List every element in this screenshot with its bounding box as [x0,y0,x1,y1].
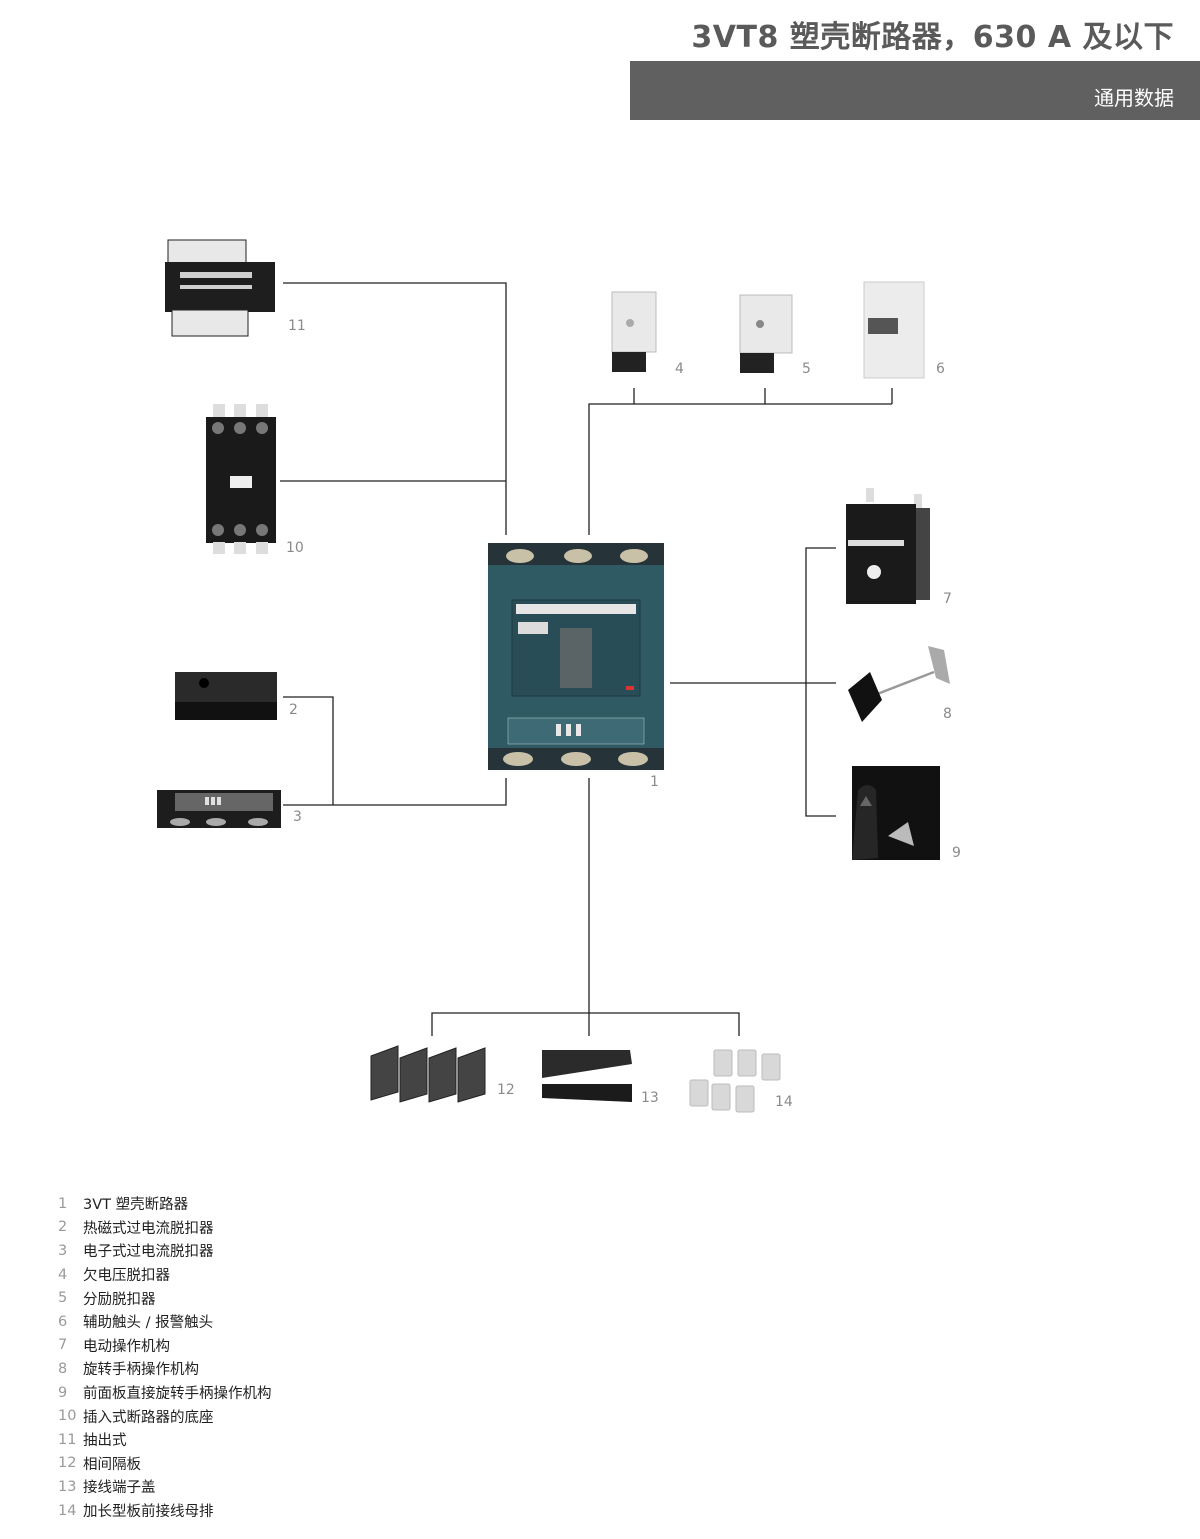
legend-label: 分励脱扣器 [83,1291,156,1308]
legend-number: 10 [58,1408,77,1425]
shunt-release-image [739,294,793,373]
callout-2: 2 [289,702,298,718]
callout-10: 10 [286,540,304,556]
connector-11 [283,282,507,535]
plug-in-base-image [206,404,276,554]
breaker-image [488,543,664,770]
legend-item: 11 抽出式 [58,1428,272,1452]
callout-6: 6 [936,361,945,377]
connector-2 [283,696,334,805]
legend-item: 9 前面板直接旋转手柄操作机构 [58,1381,272,1405]
legend-number: 8 [58,1360,68,1377]
legend-number: 5 [58,1290,68,1307]
withdrawable-image [165,239,275,337]
callout-5: 5 [802,361,811,377]
legend-item: 1 3VT 塑壳断路器 [58,1192,272,1216]
legend-label: 电子式过电流脱扣器 [83,1244,214,1261]
legend-list: 1 3VT 塑壳断路器 2 热磁式过电流脱扣器 3 电子式过电流脱扣器 4 欠电压脱扣器 5 分励… [58,1192,272,1522]
callout-8: 8 [943,706,952,722]
legend-label: 相间隔板 [83,1456,141,1473]
callout-9: 9 [952,845,961,861]
legend-item: 6 辅助触头 / 报警触头 [58,1310,272,1334]
motor-operator-image [846,488,930,604]
legend-item: 12 相间隔板 [58,1452,272,1476]
connector-3 [283,778,507,806]
legend-number: 11 [58,1431,77,1448]
door-rotary-handle-image [852,766,940,860]
legend-number: 14 [58,1502,77,1519]
page-title: 3VT8 塑壳断路器，630 A 及以下 [691,20,1174,55]
legend-item: 5 分励脱扣器 [58,1286,272,1310]
legend-item: 2 热磁式过电流脱扣器 [58,1216,272,1240]
phase-barrier-image [370,1045,486,1103]
legend-number: 9 [58,1384,68,1401]
legend-number: 13 [58,1478,77,1495]
callout-1: 1 [650,774,659,790]
callout-7: 7 [943,591,952,607]
legend-label: 热磁式过电流脱扣器 [83,1220,214,1237]
legend-item: 3 电子式过电流脱扣器 [58,1239,272,1263]
legend-label: 插入式断路器的底座 [83,1409,214,1426]
electronic-release-image [157,790,281,828]
legend-number: 1 [58,1195,68,1212]
legend-label: 3VT 塑壳断路器 [83,1197,189,1214]
section-band: 通用数据 [630,61,1200,120]
busbar-extension-image [689,1049,781,1113]
terminal-cover-image [542,1050,632,1102]
legend-label: 旋转手柄操作机构 [83,1362,199,1379]
legend-item: 10 插入式断路器的底座 [58,1404,272,1428]
legend-item: 13 接线端子盖 [58,1475,272,1499]
legend-number: 7 [58,1337,68,1354]
callout-11: 11 [288,318,306,334]
callout-14: 14 [775,1094,793,1110]
callout-3: 3 [293,809,302,825]
undervoltage-release-image [611,291,657,372]
callout-4: 4 [675,361,684,377]
legend-label: 抽出式 [83,1433,127,1450]
legend-label: 加长型板前接线母排 [83,1504,214,1521]
legend-label: 前面板直接旋转手柄操作机构 [83,1386,272,1403]
legend-item: 8 旋转手柄操作机构 [58,1357,272,1381]
rotary-handle-image [848,646,950,722]
callout-12: 12 [497,1082,515,1098]
legend-number: 6 [58,1313,68,1330]
connector-79 [805,547,836,817]
legend-number: 3 [58,1242,68,1259]
connector-lines [280,282,893,1036]
section-title: 通用数据 [1094,86,1174,110]
legend-item: 14 加长型板前接线母排 [58,1499,272,1523]
legend-label: 辅助触头 / 报警触头 [83,1315,214,1332]
thermal-magnetic-release-image [175,672,277,720]
connector-456 [588,403,892,535]
legend-number: 2 [58,1219,68,1236]
auxiliary-contact-image [863,281,925,379]
legend-item: 4 欠电压脱扣器 [58,1263,272,1287]
legend-item: 7 电动操作机构 [58,1334,272,1358]
legend-number: 12 [58,1455,77,1472]
callout-13: 13 [641,1090,659,1106]
connector-121314 [431,1012,740,1036]
legend-label: 电动操作机构 [83,1338,170,1355]
legend-number: 4 [58,1266,68,1283]
legend-label: 接线端子盖 [83,1480,156,1497]
legend-label: 欠电压脱扣器 [83,1268,170,1285]
